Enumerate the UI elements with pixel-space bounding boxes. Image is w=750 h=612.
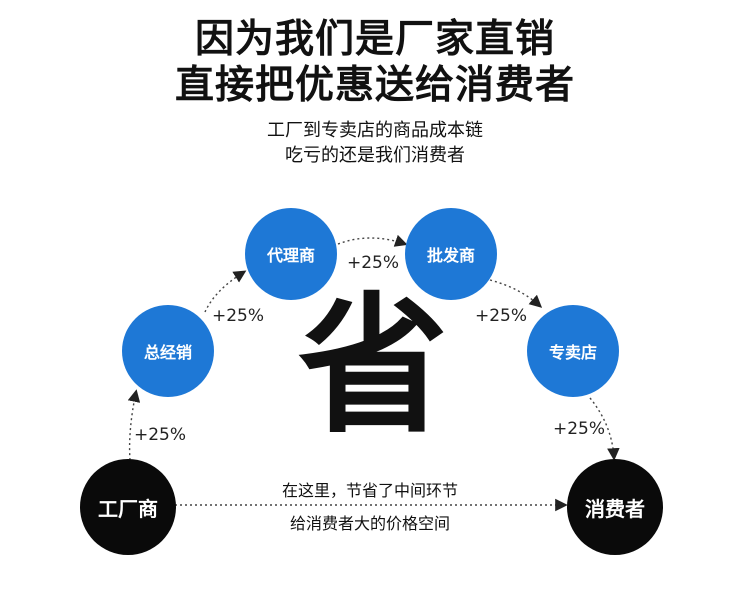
arrow-store-to-consumer bbox=[589, 397, 620, 461]
headline-line2: 直接把优惠送给消费者 bbox=[174, 63, 575, 108]
node-distributor-label: 总经销 bbox=[143, 343, 192, 362]
node-store-label: 专卖店 bbox=[548, 343, 597, 362]
arrow-agent-to-wholesaler bbox=[337, 234, 408, 247]
markup-factory-distributor: +25% bbox=[134, 425, 187, 445]
arrow-wholesaler-to-store bbox=[489, 279, 543, 308]
markup-store-consumer: +25% bbox=[553, 419, 606, 439]
arrow-factory-to-distributor bbox=[127, 389, 141, 461]
node-wholesaler-label: 批发商 bbox=[426, 246, 475, 265]
node-consumer: 消费者 bbox=[567, 459, 663, 555]
node-agent: 代理商 bbox=[245, 208, 337, 300]
node-factory-label: 工厂商 bbox=[98, 496, 158, 521]
bottom-note-line2: 给消费者大的价格空间 bbox=[289, 514, 450, 533]
markup-agent-wholesaler: +25% bbox=[347, 253, 400, 273]
save-character: 省 bbox=[298, 280, 449, 454]
node-store: 专卖店 bbox=[527, 305, 619, 397]
node-consumer-label: 消费者 bbox=[585, 496, 645, 521]
node-wholesaler: 批发商 bbox=[405, 208, 497, 300]
markup-wholesaler-store: +25% bbox=[475, 306, 528, 326]
markup-distributor-agent: +25% bbox=[212, 306, 265, 326]
subheadline-line1: 工厂到专卖店的商品成本链 bbox=[267, 120, 483, 141]
bottom-note-line1: 在这里，节省了中间环节 bbox=[281, 481, 458, 500]
subheadline-line2: 吃亏的还是我们消费者 bbox=[285, 145, 465, 166]
headline-line1: 因为我们是厂家直销 bbox=[194, 17, 555, 62]
node-agent-label: 代理商 bbox=[266, 246, 315, 265]
node-distributor: 总经销 bbox=[122, 305, 214, 397]
node-factory: 工厂商 bbox=[80, 459, 176, 555]
arrow-distributor-to-agent bbox=[204, 270, 247, 313]
